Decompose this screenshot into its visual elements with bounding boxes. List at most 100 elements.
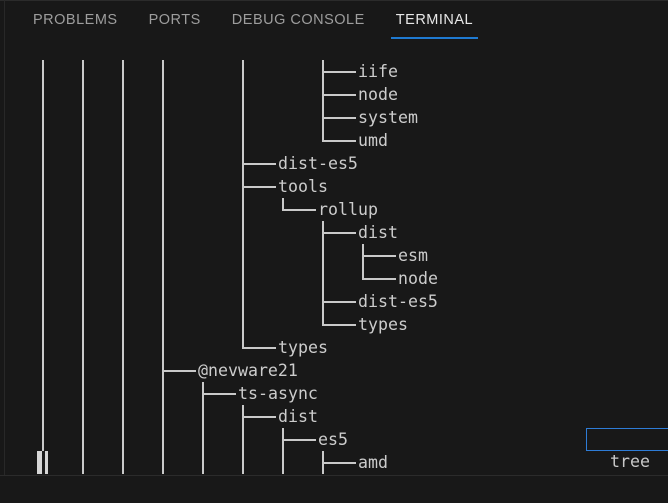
tree-row: esm [0, 244, 668, 267]
tree-branch-tick [242, 186, 276, 188]
tree-row: dist [0, 221, 668, 244]
terminal-cursor [37, 451, 48, 474]
tree-continuation-line [242, 106, 244, 129]
tree-continuation-line [82, 267, 84, 290]
tree-continuation-line [242, 428, 244, 451]
tree-continuation-line [242, 198, 244, 221]
tree-branch-tick [282, 209, 316, 211]
tree-continuation-line [42, 428, 44, 451]
tree-continuation-line [202, 451, 204, 474]
tree-continuation-line [122, 428, 124, 451]
tree-branch-tick [162, 370, 196, 372]
tree-continuation-line [122, 106, 124, 129]
tree-node-label: dist [358, 223, 398, 242]
tree-row: tools [0, 175, 668, 198]
tree-continuation-line [162, 428, 164, 451]
tree-continuation-line [82, 336, 84, 359]
tree-branch-tick [322, 117, 356, 119]
tree-continuation-line [82, 382, 84, 405]
tree-node-label: iife [358, 62, 398, 81]
tree-branch-tick [322, 324, 356, 326]
tree-node-label: node [398, 269, 438, 288]
terminal-command-overlay[interactable]: tree [586, 428, 668, 471]
terminal-command-overlay-text: tree [609, 452, 650, 471]
tree-continuation-line [242, 267, 244, 290]
tree-continuation-line [242, 221, 244, 244]
tree-node-label: amd [358, 453, 388, 472]
tree-continuation-line [42, 405, 44, 428]
tab-terminal[interactable]: TERMINAL [390, 0, 479, 40]
tree-continuation-line [82, 405, 84, 428]
tree-continuation-line [82, 83, 84, 106]
panel-tabbar: PROBLEMS PORTS DEBUG CONSOLE TERMINAL [0, 0, 668, 40]
tree-node-label: system [358, 108, 418, 127]
tree-node-label: dist [278, 407, 318, 426]
tree-continuation-line [122, 451, 124, 474]
tree-continuation-line [42, 198, 44, 221]
tree-continuation-line [162, 198, 164, 221]
tree-branch-tick [322, 462, 356, 464]
tree-continuation-line [242, 60, 244, 83]
tree-row: amd [0, 451, 668, 474]
tree-row: es5 [0, 428, 668, 451]
tree-continuation-line [42, 175, 44, 198]
tree-continuation-line [122, 152, 124, 175]
tree-continuation-line [162, 152, 164, 175]
tree-continuation-line [42, 336, 44, 359]
tree-continuation-line [162, 267, 164, 290]
tree-continuation-line [122, 405, 124, 428]
tree-branch-tick [322, 71, 356, 73]
tree-branch-tick [322, 301, 356, 303]
tree-node-label: rollup [318, 200, 378, 219]
tree-continuation-line [42, 267, 44, 290]
tree-continuation-line [82, 175, 84, 198]
tree-continuation-line [42, 359, 44, 382]
tree-continuation-line [122, 359, 124, 382]
tree-continuation-line [162, 382, 164, 405]
tree-continuation-line [122, 336, 124, 359]
tree-corner-line [242, 336, 244, 349]
tree-continuation-line [42, 129, 44, 152]
tree-node-label: types [278, 338, 328, 357]
tree-continuation-line [82, 313, 84, 336]
tree-continuation-line [42, 290, 44, 313]
tree-row: node [0, 267, 668, 290]
tree-continuation-line [242, 290, 244, 313]
tree-continuation-line [242, 129, 244, 152]
tree-node-label: esm [398, 246, 428, 265]
tree-continuation-line [242, 451, 244, 474]
tree-continuation-line [122, 244, 124, 267]
tab-problems[interactable]: PROBLEMS [33, 12, 118, 28]
tree-continuation-line [82, 198, 84, 221]
tab-debug-console[interactable]: DEBUG CONSOLE [231, 12, 365, 28]
tree-continuation-line [162, 405, 164, 428]
tree-row: system [0, 106, 668, 129]
tree-row: @nevware21 [0, 359, 668, 382]
tree-continuation-line [122, 221, 124, 244]
tree-continuation-line [122, 60, 124, 83]
tree-continuation-line [82, 60, 84, 83]
tree-node-label: es5 [318, 430, 348, 449]
tree-continuation-line [242, 313, 244, 336]
tree-continuation-line [122, 267, 124, 290]
tree-row: umd [0, 129, 668, 152]
tree-row: ts-async [0, 382, 668, 405]
tree-row: types [0, 336, 668, 359]
tree-row: iife [0, 60, 668, 83]
tree-continuation-line [82, 359, 84, 382]
tree-branch-tick [362, 278, 396, 280]
tree-branch-tick [322, 140, 356, 142]
tree-branch-tick [202, 393, 236, 395]
tree-continuation-line [42, 313, 44, 336]
tree-continuation-line [122, 198, 124, 221]
tree-branch-tick [282, 439, 316, 441]
tree-continuation-line [282, 451, 284, 474]
tree-continuation-line [202, 405, 204, 428]
tree-branch-tick [362, 255, 396, 257]
panel-left-divider [4, 0, 5, 475]
panel-bottom-divider [0, 475, 668, 476]
tab-ports[interactable]: PORTS [148, 12, 201, 28]
tree-corner-line [322, 129, 324, 142]
